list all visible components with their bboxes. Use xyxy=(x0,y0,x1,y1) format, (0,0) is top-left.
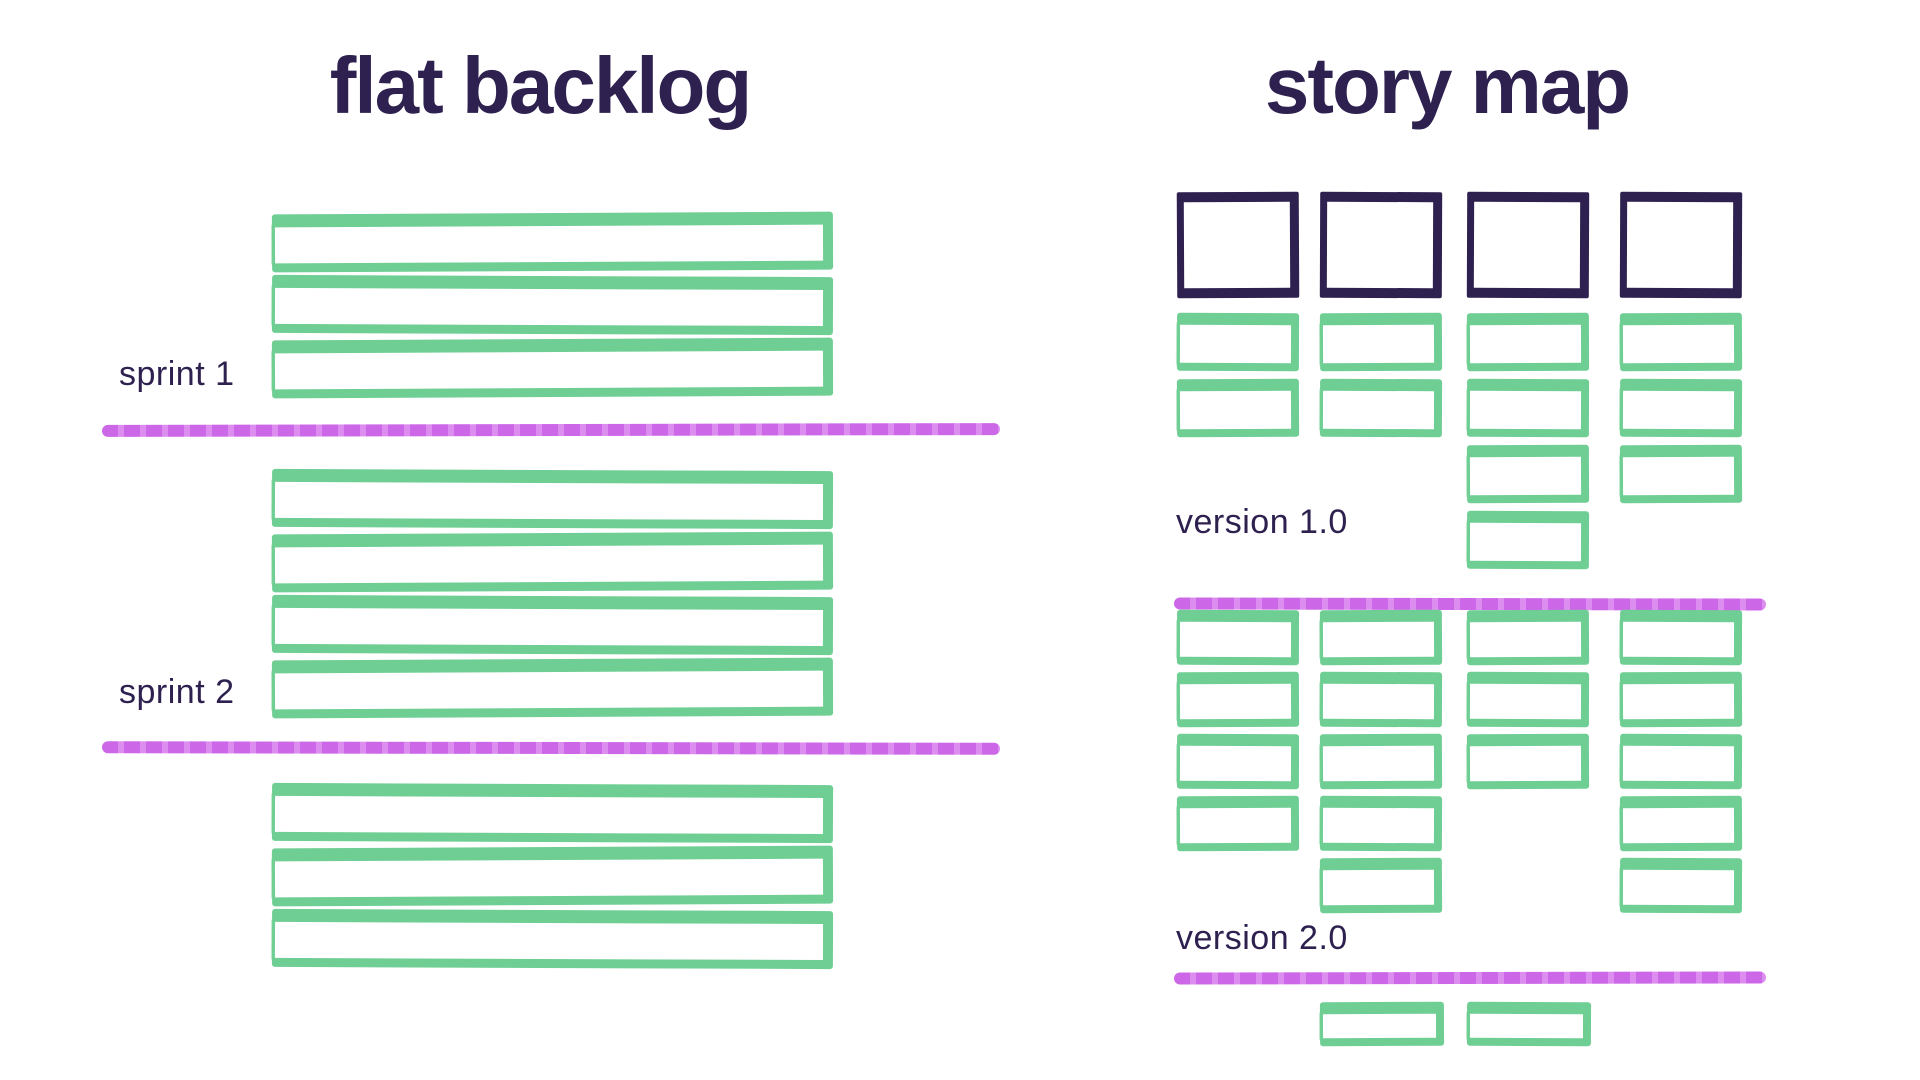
story-card-v1 xyxy=(1619,444,1743,504)
epic-card xyxy=(1319,191,1443,299)
story-card-v2 xyxy=(1466,609,1590,666)
story-card-v1 xyxy=(1619,378,1743,438)
version-2-divider xyxy=(1173,971,1767,985)
version-2-label: version 2.0 xyxy=(1176,919,1348,957)
story-card-v2 xyxy=(1466,671,1590,728)
backlog-bar xyxy=(271,337,834,399)
story-card-v2 xyxy=(1466,733,1590,790)
version-1-label: version 1.0 xyxy=(1176,503,1348,541)
story-card-v2 xyxy=(1319,609,1443,666)
story-card-v1 xyxy=(1466,444,1590,504)
story-card-v1 xyxy=(1176,312,1300,372)
version-1-divider xyxy=(1173,597,1767,611)
sprint-2-divider xyxy=(101,741,1001,755)
backlog-bar xyxy=(271,211,834,273)
story-card-v2 xyxy=(1319,795,1443,852)
backlog-bar xyxy=(271,908,834,970)
backlog-bar xyxy=(271,594,834,656)
story-card-v1 xyxy=(1319,378,1443,438)
story-card-v1 xyxy=(1176,378,1300,438)
backlog-bar xyxy=(271,782,834,844)
story-card-backlog xyxy=(1319,1001,1445,1047)
story-card-v2 xyxy=(1619,609,1743,666)
story-card-v1 xyxy=(1319,312,1443,372)
story-card-v2 xyxy=(1619,857,1743,914)
story-map-title: story map xyxy=(1264,41,1631,130)
story-card-v2 xyxy=(1176,609,1300,666)
story-card-v2 xyxy=(1619,795,1743,852)
epic-card xyxy=(1619,191,1743,299)
story-card-v2 xyxy=(1319,733,1443,790)
sprint-1-label: sprint 1 xyxy=(119,355,235,393)
sprint-2-label: sprint 2 xyxy=(119,673,235,711)
epic-card xyxy=(1466,191,1590,299)
story-card-backlog xyxy=(1466,1001,1592,1047)
story-card-v2 xyxy=(1619,671,1743,728)
story-card-v1 xyxy=(1466,510,1590,570)
story-card-v1 xyxy=(1466,378,1590,438)
story-card-v2 xyxy=(1176,795,1300,852)
backlog-bar xyxy=(271,468,834,530)
backlog-bar xyxy=(271,845,834,907)
story-card-v2 xyxy=(1176,733,1300,790)
backlog-bar xyxy=(271,531,834,593)
flat-backlog-title: flat backlog xyxy=(329,41,753,130)
epic-card xyxy=(1176,191,1300,299)
backlog-bar xyxy=(271,657,834,719)
sprint-1-divider xyxy=(101,423,1001,437)
backlog-bar xyxy=(271,274,834,336)
story-card-v2 xyxy=(1176,671,1300,728)
story-card-v1 xyxy=(1466,312,1590,372)
story-card-v2 xyxy=(1319,857,1443,914)
story-card-v2 xyxy=(1619,733,1743,790)
story-card-v1 xyxy=(1619,312,1743,372)
story-card-v2 xyxy=(1319,671,1443,728)
